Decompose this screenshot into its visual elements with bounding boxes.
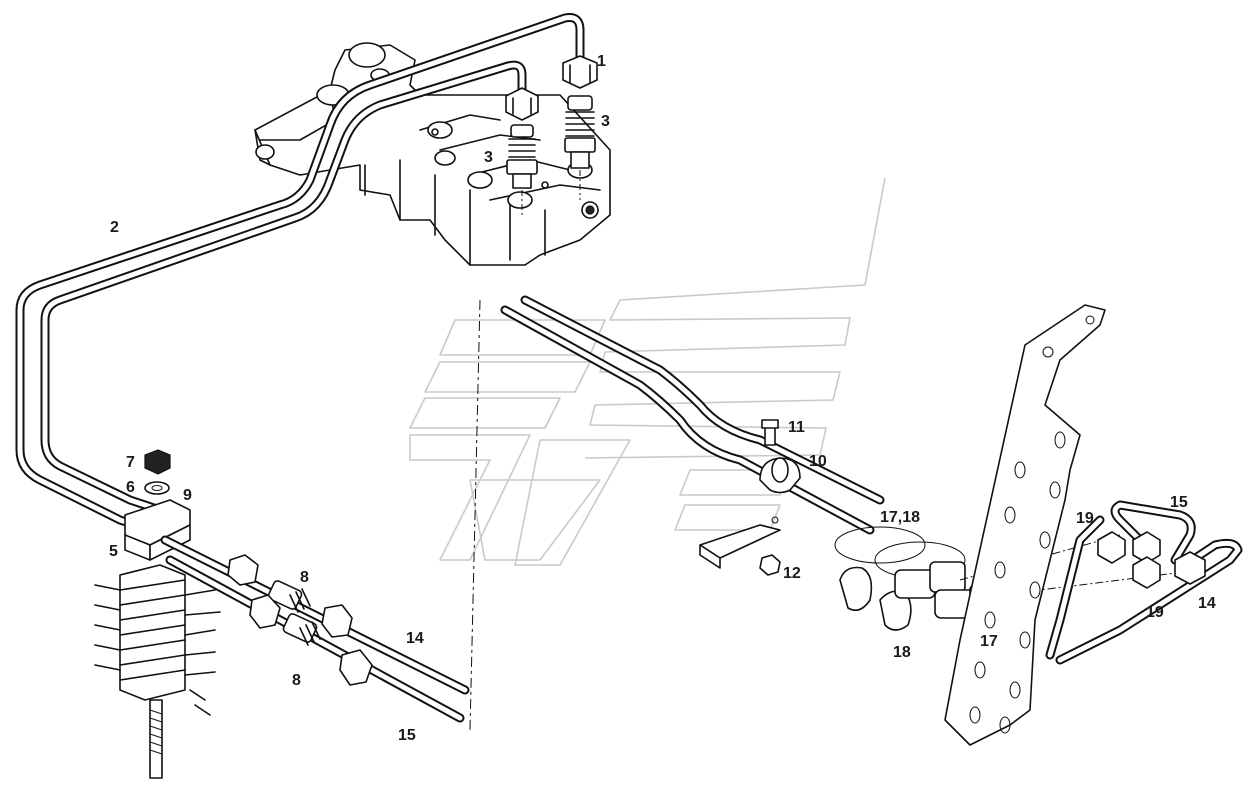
callout-8-bottom: 8 (292, 672, 301, 689)
callout-3-left: 3 (484, 149, 493, 166)
callout-labels: 1 2 3 3 5 6 7 8 8 9 10 11 12 14 14 15 15… (109, 53, 1216, 744)
callout-3-right: 3 (601, 113, 610, 130)
callout-19-bottom: 19 (1146, 604, 1164, 621)
callout-14-left: 14 (406, 630, 424, 647)
callout-17: 17 (980, 633, 998, 650)
callout-19-top: 19 (1076, 510, 1094, 527)
callout-9: 9 (183, 487, 192, 504)
pipe-loops-right (1045, 500, 1243, 665)
callout-18: 18 (893, 644, 911, 661)
pipe-assembly-right (500, 295, 885, 535)
fitting-nut-1 (562, 55, 598, 89)
fitting-adapter-3-right (564, 95, 596, 169)
pipe-assembly-2 (15, 13, 585, 535)
fittings-8 (227, 554, 373, 686)
callout-2: 2 (110, 219, 119, 236)
mounting-bracket-plate (944, 304, 1106, 746)
callout-11: 11 (788, 419, 805, 436)
callout-6: 6 (126, 479, 135, 496)
callout-1: 1 (597, 53, 606, 70)
fitting-nut-left (505, 87, 539, 121)
callout-7: 7 (126, 454, 135, 471)
callout-15-left: 15 (398, 727, 416, 744)
pipe-assembly-14-15-left (160, 535, 470, 723)
fitting-adapter-3-left (506, 124, 538, 189)
callout-8-top: 8 (300, 569, 309, 586)
callout-15-right: 15 (1170, 494, 1188, 511)
callout-14-right: 14 (1198, 595, 1216, 612)
pipe-clamp-10-11-12 (699, 419, 801, 576)
distribution-block (94, 564, 221, 779)
callout-17-18: 17,18 (880, 509, 920, 526)
callout-5: 5 (109, 543, 118, 560)
callout-10: 10 (809, 453, 827, 470)
control-valve-block (254, 42, 611, 266)
callout-12: 12 (783, 565, 801, 582)
